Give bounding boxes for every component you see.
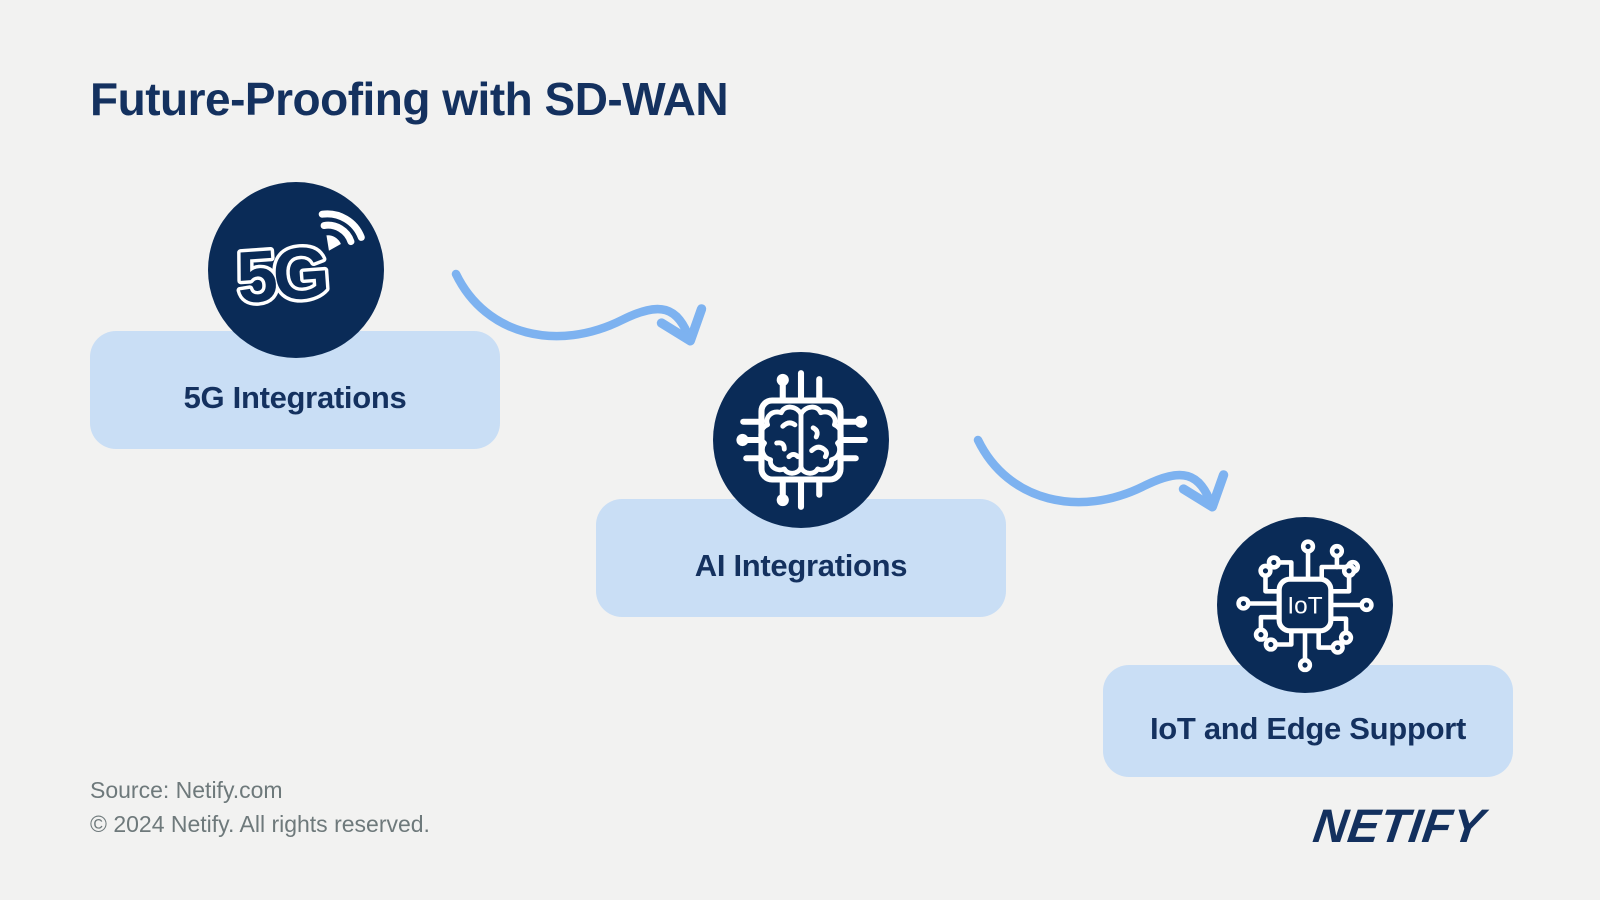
- flow-arrow-1: [451, 269, 707, 346]
- 5g-signal-arc-2: [318, 210, 365, 241]
- footer: Source: Netify.com © 2024 Netify. All ri…: [90, 773, 430, 841]
- step-badge-ai: [713, 352, 889, 528]
- step-label-5g: 5G Integrations: [183, 380, 407, 415]
- circuit-traces: [1246, 549, 1364, 662]
- chip-pin-dots: [736, 373, 868, 507]
- step-label-iot: IoT and Edge Support: [1149, 711, 1467, 746]
- flow-arrow-2: [973, 435, 1229, 512]
- step-badge-5g: 5G: [208, 182, 384, 358]
- iot-chip-icon: IoT: [1236, 539, 1374, 673]
- step-badge-iot: IoT: [1217, 517, 1393, 693]
- 5g-icon-text: 5G: [234, 232, 328, 319]
- iot-icon-text: IoT: [1287, 592, 1322, 619]
- page-title: Future-Proofing with SD-WAN: [90, 73, 729, 125]
- step-label-ai: AI Integrations: [694, 548, 908, 583]
- circuit-nodes: [1236, 539, 1374, 673]
- netify-logo: NETIFY: [1310, 799, 1488, 852]
- copyright-text: © 2024 Netify. All rights reserved.: [90, 811, 430, 837]
- 5g-signal-wedge: [324, 233, 344, 254]
- 5g-signal-arc-1: [320, 221, 355, 246]
- brain-outline: [758, 404, 844, 476]
- source-text: Source: Netify.com: [90, 777, 283, 803]
- 5g-signal-icon: 5G: [231, 210, 365, 322]
- ai-chip-brain-icon: [736, 370, 868, 510]
